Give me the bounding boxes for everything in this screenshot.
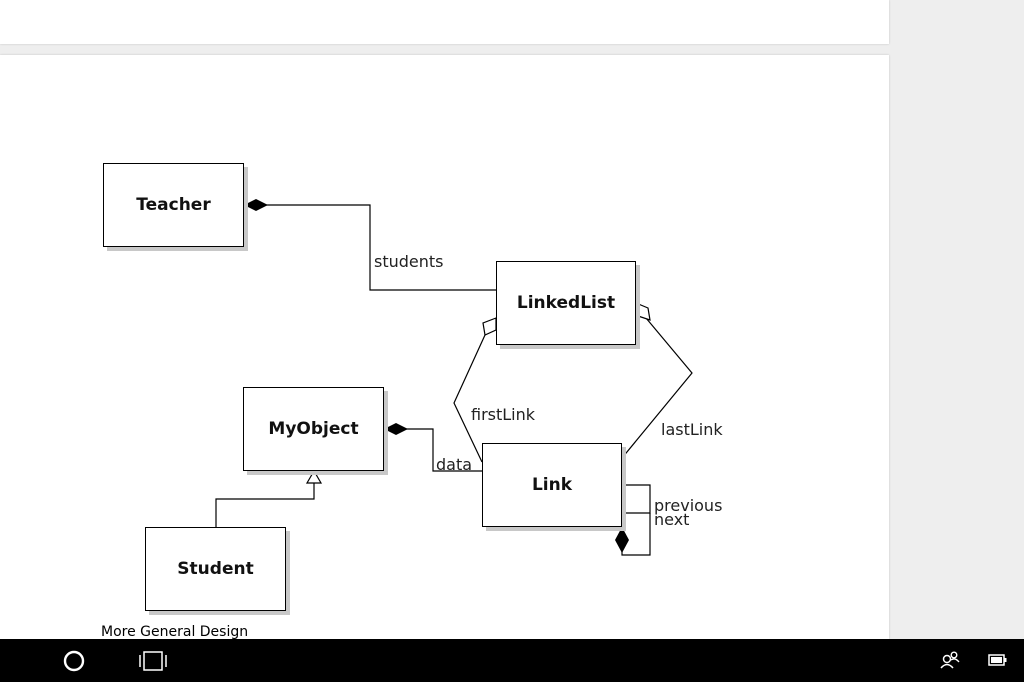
class-box-student[interactable]: Student xyxy=(145,527,286,611)
task-view-icon[interactable] xyxy=(138,650,168,672)
generalization-arrow xyxy=(305,469,323,484)
class-box-link[interactable]: Link xyxy=(482,443,622,527)
class-box-teacher[interactable]: Teacher xyxy=(103,163,244,247)
class-name-student: Student xyxy=(177,559,254,579)
edge-linkedlist-link-last xyxy=(621,317,693,459)
edge-linkedlist-link-first xyxy=(453,334,486,463)
aggregation-diamond-lastlink xyxy=(635,302,651,321)
edge-label-next: next xyxy=(654,510,689,529)
edge-label-firstlink: firstLink xyxy=(471,405,536,424)
class-name-link: Link xyxy=(531,475,573,495)
people-icon[interactable] xyxy=(939,649,961,671)
class-name-teacher: Teacher xyxy=(136,195,211,215)
edge-label-previous: previous xyxy=(654,496,722,515)
taskbar xyxy=(0,639,1024,682)
edge-link-self-previous xyxy=(622,484,651,514)
class-box-myobject[interactable]: MyObject xyxy=(243,387,384,471)
edge-link-self-next xyxy=(621,513,651,556)
composition-diamond-link xyxy=(615,527,629,553)
class-name-linkedlist: LinkedList xyxy=(516,293,616,313)
diagram-caption: More General Design xyxy=(101,624,249,640)
battery-icon[interactable] xyxy=(988,653,1008,667)
edge-student-myobject xyxy=(215,483,315,527)
class-name-myobject: MyObject xyxy=(268,419,359,439)
edge-label-lastlink: lastLink xyxy=(661,420,723,439)
composition-diamond-teacher xyxy=(244,199,268,211)
aggregation-diamond-firstlink xyxy=(482,317,497,336)
edge-teacher-linkedlist xyxy=(244,204,496,291)
composition-diamond-myobject xyxy=(384,423,408,435)
edge-label-data: data xyxy=(436,455,472,474)
cortana-circle-icon[interactable] xyxy=(62,649,86,673)
document-page-previous xyxy=(0,0,889,44)
class-box-linkedlist[interactable]: LinkedList xyxy=(496,261,636,345)
edge-label-students: students xyxy=(374,252,444,271)
edge-myobject-link xyxy=(384,428,482,472)
